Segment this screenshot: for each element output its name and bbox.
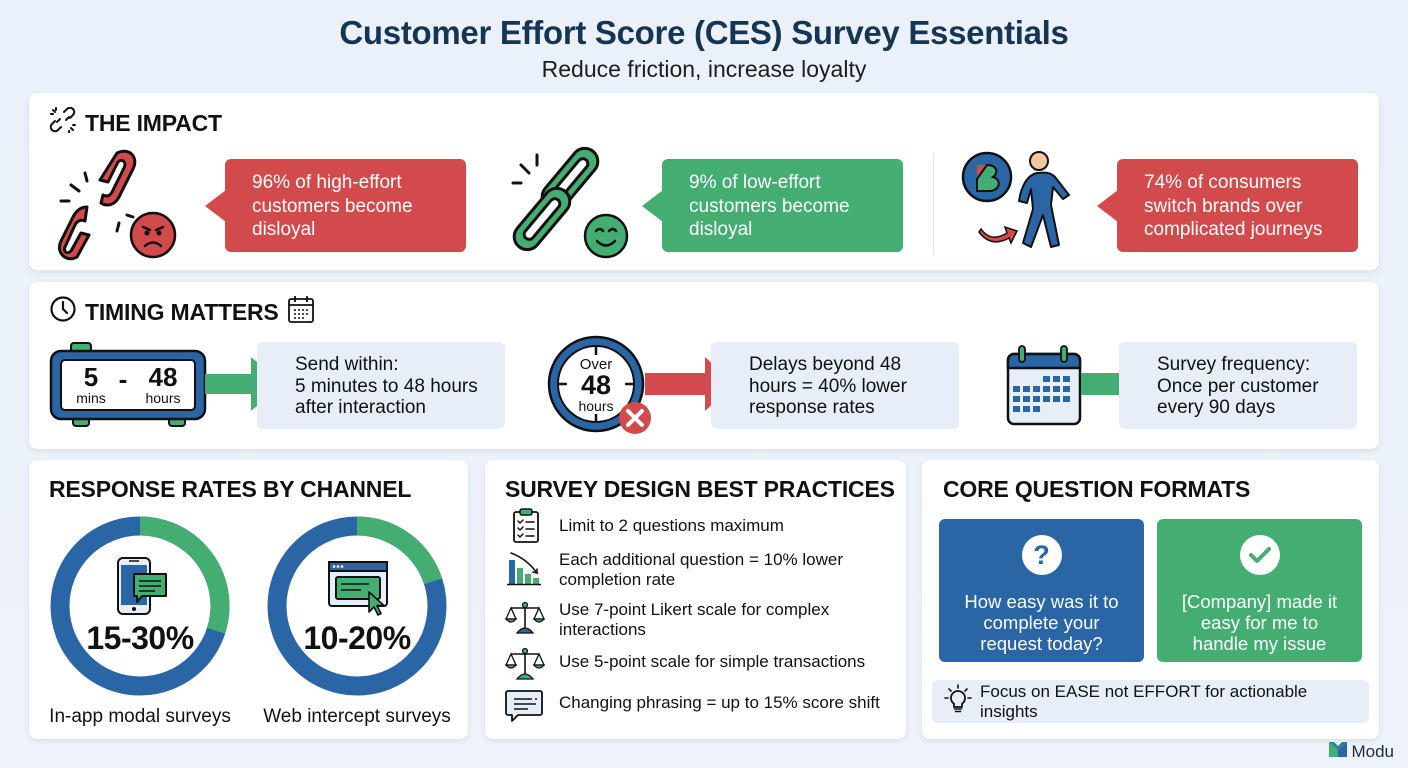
best-practice-item: Use 5-point scale for simple transaction…: [504, 646, 899, 682]
impact-panel: THE IMPACT 96% of high-effort customers …: [29, 93, 1379, 270]
timing-delay-box: Delays beyond 48 hours = 40% lower respo…: [711, 342, 959, 429]
timing-heading-text: TIMING MATTERS: [85, 298, 279, 325]
donut-web-intercept: 10-20%: [267, 516, 447, 696]
timing-heading: TIMING MATTERS: [49, 294, 315, 330]
best-practice-item: Each additional question = 10% lower com…: [505, 550, 899, 590]
impact-heading: THE IMPACT: [49, 106, 222, 139]
calendar-icon: [287, 294, 315, 330]
impact-stat-brand-switch: 74% of consumers switch brands over comp…: [1117, 159, 1358, 252]
in-app-rate-value: 15-30%: [86, 620, 194, 656]
brand-logo: Modu: [1329, 742, 1394, 762]
best-practice-item: Use 7-point Likert scale for complex int…: [504, 600, 899, 640]
web-intercept-rate-value: 10-20%: [303, 620, 411, 656]
in-app-rate-label: In-app modal surveys: [49, 706, 231, 727]
best-practices-panel: SURVEY DESIGN BEST PRACTICES Limit to 2 …: [485, 460, 906, 739]
page-title: Customer Effort Score (CES) Survey Essen…: [339, 14, 1069, 51]
ease-tip-text: Focus on EASE not EFFORT for actionable …: [980, 681, 1308, 721]
question-format-card-ease: ? How easy was it to complete your reque…: [939, 519, 1144, 662]
clipboard-checklist-icon: [505, 508, 545, 544]
checkmark-icon: [1239, 535, 1280, 575]
question-format-text: How easy was it to complete your request…: [964, 591, 1119, 654]
best-practice-text: Use 5-point scale for simple transaction…: [559, 652, 866, 671]
timing-panel: TIMING MATTERS 5 mins - 48 hours Send wi…: [29, 282, 1379, 449]
page-subtitle: Reduce friction, increase loyalty: [541, 56, 867, 82]
question-formats-heading: CORE QUESTION FORMATS: [943, 476, 1251, 502]
speech-bubble-icon: [505, 687, 545, 723]
stopwatch-value: 48: [580, 370, 612, 400]
stopwatch-with-x-icon: Over 48 hours: [547, 334, 657, 438]
question-mark-icon: ?: [1021, 535, 1062, 575]
clock-to-unit: hours: [145, 390, 181, 406]
stopwatch-unit: hours: [578, 398, 614, 414]
best-practice-text: Each additional question = 10% lower com…: [559, 550, 843, 589]
person-walking-away-from-brand-icon: [959, 149, 1089, 259]
alarm-clock-icon: 5 mins - 48 hours: [49, 342, 209, 430]
question-format-text: [Company] made it easy for me to handle …: [1181, 591, 1338, 654]
best-practice-item: Limit to 2 questions maximum: [505, 508, 899, 544]
best-practice-text: Use 7-point Likert scale for complex int…: [559, 600, 830, 639]
best-practice-text: Changing phrasing = up to 15% score shif…: [559, 693, 880, 712]
stopwatch-top-label: Over: [579, 356, 613, 373]
broken-chain-angry-face-icon: [47, 145, 187, 265]
browser-window-cursor-icon: [327, 560, 389, 621]
timing-send-window-box: Send within: 5 minutes to 48 hours after…: [257, 342, 505, 429]
impact-stat-high-effort: 96% of high-effort customers become disl…: [225, 159, 466, 252]
donut-in-app: 15-30%: [50, 516, 230, 696]
clock-separator: -: [118, 364, 128, 394]
question-format-card-agreement: [Company] made it easy for me to handle …: [1157, 519, 1362, 662]
smartphone-chat-icon: [116, 556, 170, 623]
response-rates-panel: RESPONSE RATES BY CHANNEL 15-30% In-app …: [29, 460, 468, 739]
timing-frequency-box: Survey frequency: Once per customer ever…: [1119, 342, 1357, 429]
clock-to-value: 48: [148, 362, 178, 392]
ease-tip-banner: Focus on EASE not EFFORT for actionable …: [932, 680, 1369, 723]
declining-bar-chart-icon: [505, 550, 545, 586]
intact-chain-happy-face-icon: [499, 145, 639, 265]
brand-name: Modu: [1351, 742, 1394, 761]
calendar-grid-icon: [1005, 344, 1085, 428]
broken-link-icon: [49, 106, 77, 139]
balance-scale-icon: [504, 600, 546, 636]
question-formats-panel: CORE QUESTION FORMATS ? How easy was it …: [922, 460, 1379, 739]
web-intercept-rate-label: Web intercept surveys: [263, 706, 451, 727]
best-practice-item: Changing phrasing = up to 15% score shif…: [505, 687, 899, 723]
impact-divider: [933, 153, 934, 255]
response-rates-heading: RESPONSE RATES BY CHANNEL: [49, 476, 412, 502]
clock-from-value: 5: [83, 362, 99, 392]
impact-stat-low-effort: 9% of low-effort customers become disloy…: [662, 159, 903, 252]
clock-icon: [49, 295, 77, 329]
best-practice-text: Limit to 2 questions maximum: [559, 516, 784, 535]
best-practices-heading: SURVEY DESIGN BEST PRACTICES: [505, 476, 895, 502]
lightbulb-icon: [944, 684, 972, 719]
balance-scale-icon: [504, 646, 546, 682]
clock-from-unit: mins: [76, 390, 106, 406]
impact-heading-text: THE IMPACT: [85, 109, 222, 136]
modu-logo-icon: [1329, 742, 1348, 762]
